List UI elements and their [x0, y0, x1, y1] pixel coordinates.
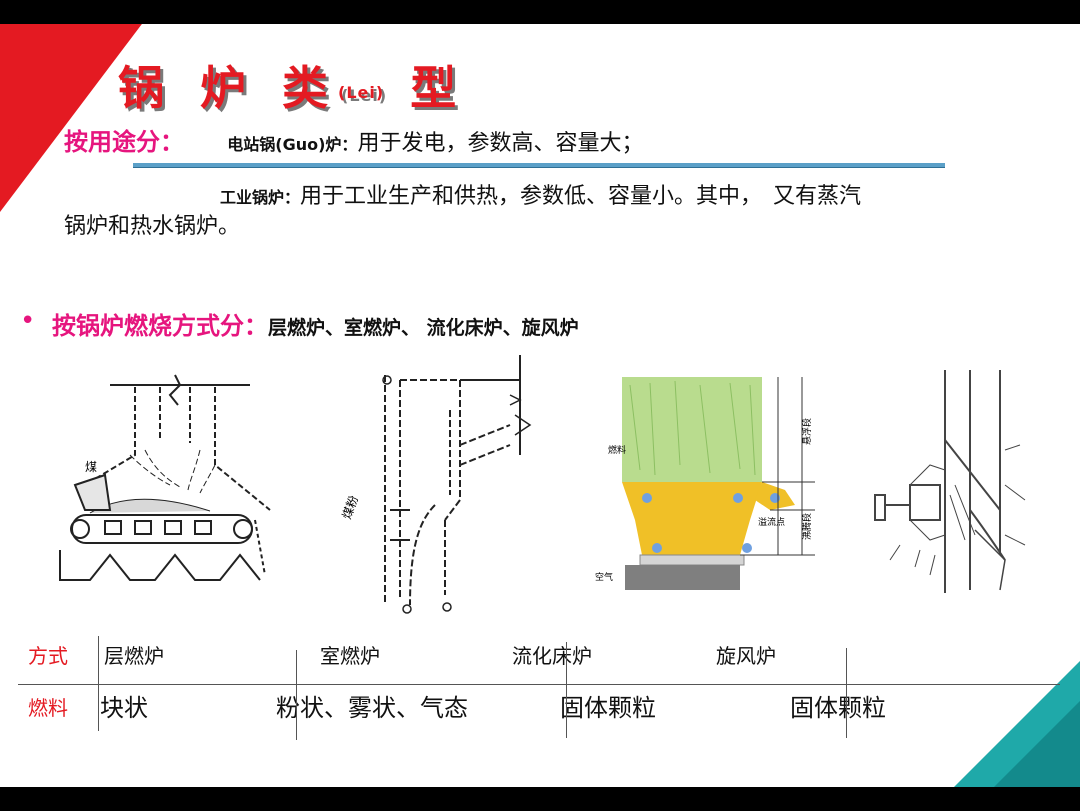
table-cell-granule: 固体颗粒	[560, 694, 656, 722]
corner-decoration-red	[0, 0, 160, 212]
table-cell-granule-2: 固体颗粒	[790, 694, 886, 722]
coal-label: 煤	[85, 460, 97, 474]
combustion-label: 按锅炉燃烧方式分：	[52, 312, 268, 340]
title-tail: 型	[384, 61, 467, 115]
bottom-bar	[0, 787, 1080, 811]
table-vline-3	[566, 642, 567, 738]
table-cell-fluidized: 流化床炉	[512, 644, 592, 668]
industrial-boiler-desc-cont: 锅炉和热水锅炉。	[64, 214, 241, 239]
pulverized-boiler-diagram	[384, 355, 521, 606]
grate-boiler-diagram	[84, 374, 271, 511]
table-vline-2	[296, 650, 297, 740]
slide-title: 锅 炉 类(Lei) 型	[118, 52, 467, 115]
usage-label: 按用途分：	[64, 128, 184, 156]
table-vline-4	[846, 648, 847, 738]
bullet-dot: •	[10, 126, 22, 150]
top-bar	[0, 0, 1080, 24]
overflow-point-label: 溢流点	[758, 516, 785, 528]
air-label: 空气	[595, 571, 613, 583]
power-boiler-name: 电站锅(Guo)炉：	[227, 135, 358, 154]
table-cell-powder: 粉状、雾状、气态	[276, 694, 468, 722]
power-boiler-desc: 用于发电，参数高、容量大；	[357, 131, 644, 156]
table-divider	[18, 684, 1060, 685]
suspension-zone-label: 悬浮段	[801, 418, 813, 445]
table-cell-cyclone: 旋风炉	[716, 644, 776, 668]
cyclone-furnace-diagram	[874, 370, 1026, 593]
usage-line: 按用途分： 电站锅(Guo)炉：用于发电，参数高、容量大；	[64, 122, 643, 157]
fuel-label: 燃料	[608, 444, 626, 456]
bullet-dot-2: •	[20, 306, 36, 336]
boiler-diagrams: 煤 煤粉	[59, 355, 1026, 614]
table-vline-1	[98, 636, 99, 731]
title-main: 锅 炉 类	[118, 61, 339, 115]
table-head-fuel: 燃料	[28, 696, 68, 720]
industrial-boiler-name: 工业锅炉：	[220, 188, 301, 207]
comparison-table: 方式 层燃炉 室燃炉 流化床炉 旋风炉 燃料 块状 粉状、雾状、气态 固体颗粒 …	[0, 630, 1080, 750]
boiling-zone-label: 沸腾段	[801, 513, 813, 540]
combustion-line: 按锅炉燃烧方式分：层燃炉、室燃炉、 流化床炉、旋风炉	[52, 306, 579, 341]
combustion-types: 层燃炉、室燃炉、 流化床炉、旋风炉	[268, 317, 579, 339]
table-cell-grate: 层燃炉	[104, 644, 164, 668]
industrial-line: 工业锅炉：用于工业生产和供热，参数低、容量小。其中， 又有蒸汽	[220, 178, 861, 210]
table-cell-lump: 块状	[100, 694, 148, 722]
pulverized-coal-label: 煤粉	[340, 494, 361, 521]
table-head-method: 方式	[28, 644, 68, 668]
grate-base	[59, 473, 266, 581]
table-cell-chamber: 室燃炉	[320, 644, 380, 668]
title-annotation: (Lei)	[338, 83, 385, 102]
industrial-boiler-desc: 用于工业生产和供热，参数低、容量小。其中， 又有蒸汽	[300, 184, 862, 209]
fluidized-bed-diagram	[622, 377, 815, 590]
divider-rule	[133, 163, 945, 168]
